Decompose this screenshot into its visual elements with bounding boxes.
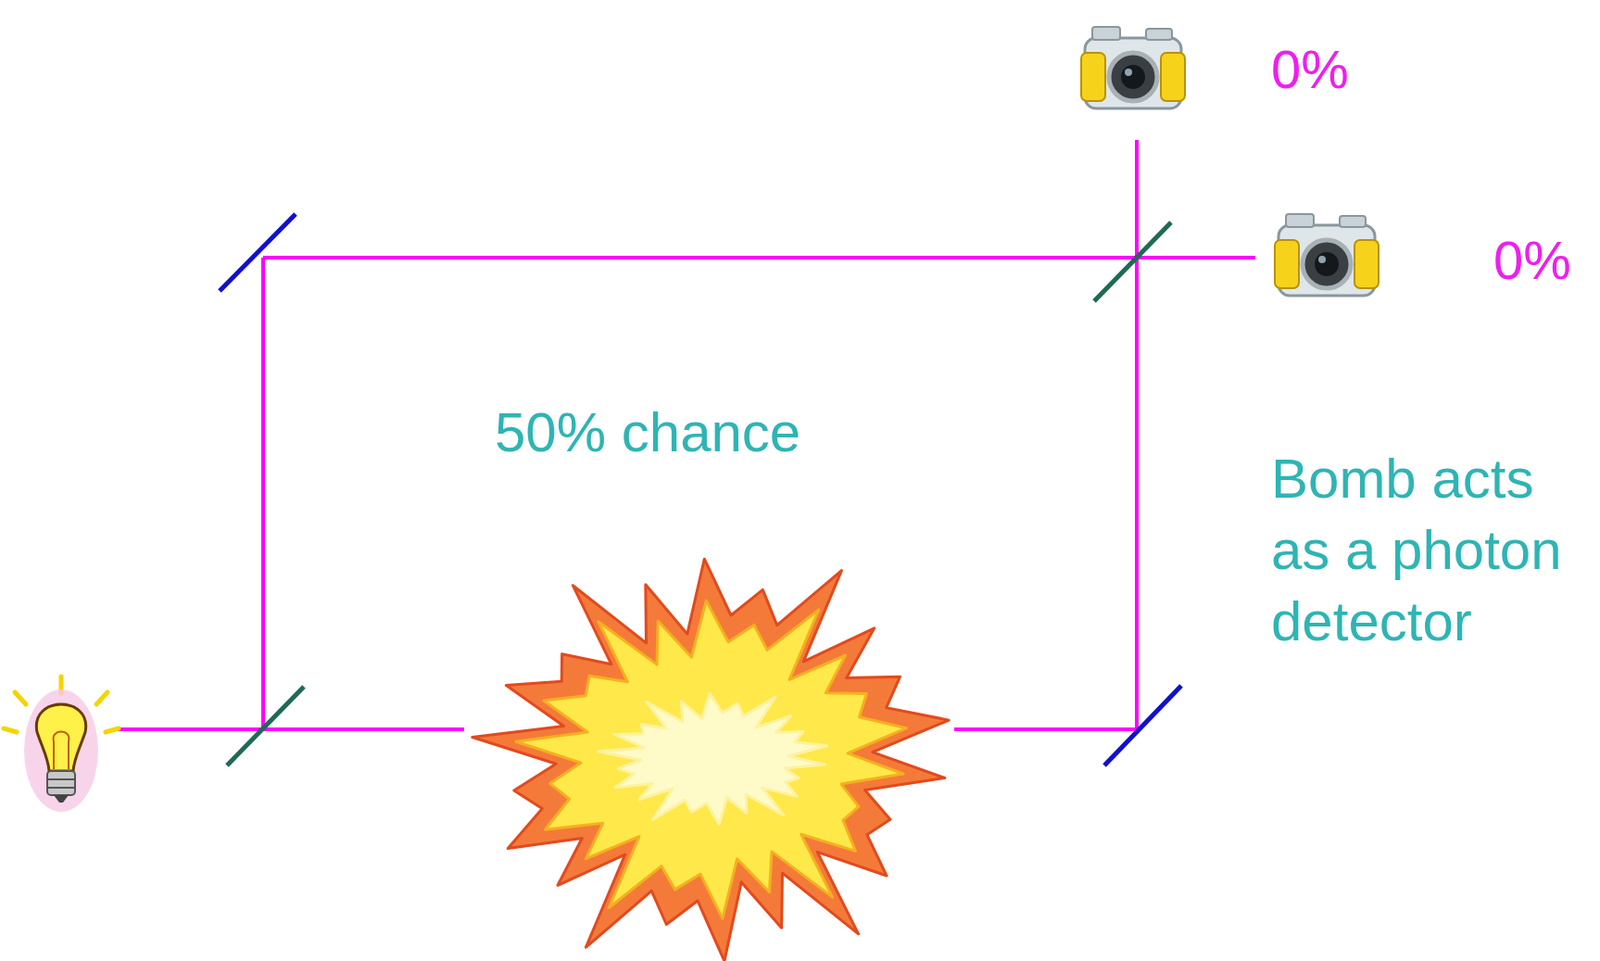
camera-grip — [1081, 52, 1106, 101]
beam — [1134, 139, 1139, 730]
detector-percentage: 0% — [1493, 229, 1572, 292]
camera-top — [1285, 214, 1314, 227]
camera-lens — [1314, 251, 1339, 277]
note: Bomb acts as a photon detector — [1271, 442, 1591, 657]
mirror — [1104, 685, 1182, 766]
probability-note: 50% chance — [494, 400, 801, 465]
detector-percentage: 0% — [1271, 38, 1349, 101]
camera-top — [1339, 215, 1366, 227]
camera-lens — [1121, 64, 1146, 89]
mirror — [219, 214, 296, 291]
explosion-outer — [472, 558, 949, 961]
beam — [117, 727, 465, 731]
explosion-core — [598, 692, 828, 824]
camera-grip — [1274, 239, 1299, 289]
camera-top — [1092, 26, 1121, 40]
camera-lens — [1108, 52, 1158, 101]
camera-detector — [1081, 26, 1185, 109]
beam — [261, 257, 265, 730]
camera-grip — [1354, 239, 1379, 289]
camera-top — [1146, 28, 1172, 40]
camera-lens — [1302, 239, 1351, 289]
bomb-explosion — [472, 558, 949, 961]
beam — [263, 255, 1256, 260]
light-bulb — [3, 676, 119, 812]
camera-lens — [1124, 68, 1133, 76]
camera-grip — [1160, 52, 1185, 101]
beam-splitter — [1094, 222, 1172, 302]
beam-splitter — [226, 686, 304, 766]
camera-lens — [1318, 255, 1326, 264]
explosion-middle — [516, 600, 908, 919]
beam — [954, 727, 1137, 731]
camera-detector — [1274, 214, 1379, 296]
